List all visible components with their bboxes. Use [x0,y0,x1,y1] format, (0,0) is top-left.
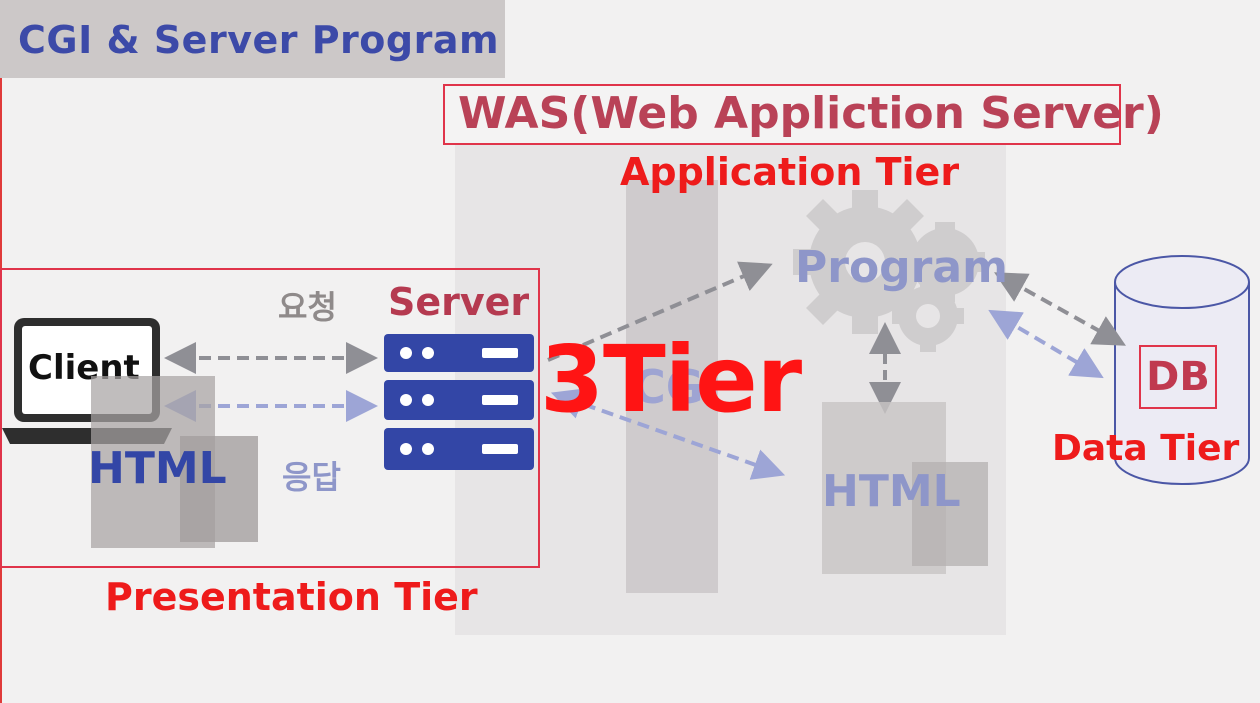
html-to-server-arrow [550,388,786,480]
db-label: DB [1139,345,1217,409]
application-tier-label: Application Tier [620,150,960,194]
cgi-label: CGI [632,360,721,414]
html-document-left-small [180,436,258,542]
html-label-right: HTML [822,466,961,517]
database-icon [1114,255,1250,485]
was-title: WAS(Web Appliction Server) [458,88,1164,139]
title-bar [0,0,505,78]
three-tier-overlay: 3Tier [540,326,802,433]
server-to-program-arrow [547,261,773,362]
html-label-left: HTML [88,443,227,494]
presentation-tier-label: Presentation Tier [105,575,478,619]
page-title: CGI & Server Program [18,18,500,62]
server-label: Server [388,280,530,324]
request-label: 요청 [278,288,337,326]
response-label: 응답 [282,458,341,496]
html-document-right-small [912,462,988,566]
presentation-tier-box [0,268,540,568]
server-icon [384,334,534,470]
was-title-box [443,84,1121,145]
db-to-program-arrow [988,309,1104,379]
data-tier-label: Data Tier [1052,428,1240,469]
program-label: Program [795,242,1008,293]
cgi-column [626,180,718,593]
gear-icon [793,190,985,352]
